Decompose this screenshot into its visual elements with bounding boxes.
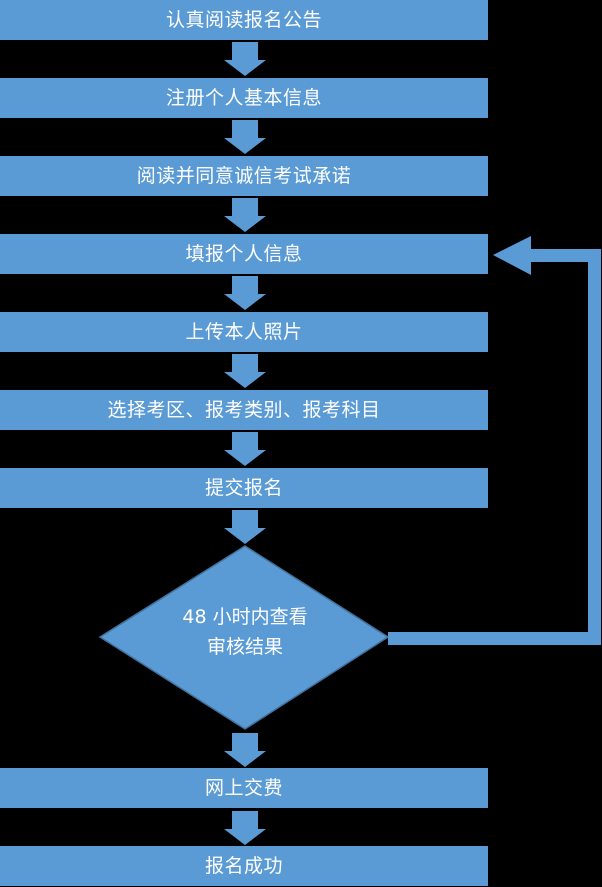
step-submit: 提交报名 bbox=[0, 468, 488, 508]
step-read-announcement: 认真阅读报名公告 bbox=[0, 0, 488, 40]
down-arrow-8 bbox=[224, 733, 266, 767]
down-arrow-9 bbox=[224, 811, 266, 845]
step-select-options: 选择考区、报考类别、报考科目 bbox=[0, 390, 488, 430]
decision-line-2: 审核结果 bbox=[206, 636, 283, 658]
step-registration-success: 报名成功 bbox=[0, 846, 488, 886]
down-arrow-2 bbox=[224, 120, 266, 154]
down-arrow-4 bbox=[224, 276, 266, 310]
step-register-info: 注册个人基本信息 bbox=[0, 78, 488, 118]
step-fill-personal-info: 填报个人信息 bbox=[0, 234, 488, 274]
step-pay-online: 网上交费 bbox=[0, 768, 488, 808]
feedback-loop-arrow bbox=[388, 236, 601, 645]
down-arrow-5 bbox=[224, 354, 266, 388]
down-arrow-6 bbox=[224, 432, 266, 466]
decision-diamond bbox=[98, 545, 390, 730]
step-upload-photo: 上传本人照片 bbox=[0, 312, 488, 352]
decision-line-1: 48 小时内查看 bbox=[182, 606, 308, 628]
down-arrow-1 bbox=[224, 42, 266, 76]
down-arrow-7 bbox=[224, 510, 266, 544]
down-arrow-3 bbox=[224, 198, 266, 232]
step-integrity-pledge: 阅读并同意诚信考试承诺 bbox=[0, 156, 488, 196]
decision-label: 48 小时内查看 审核结果 bbox=[160, 602, 330, 662]
